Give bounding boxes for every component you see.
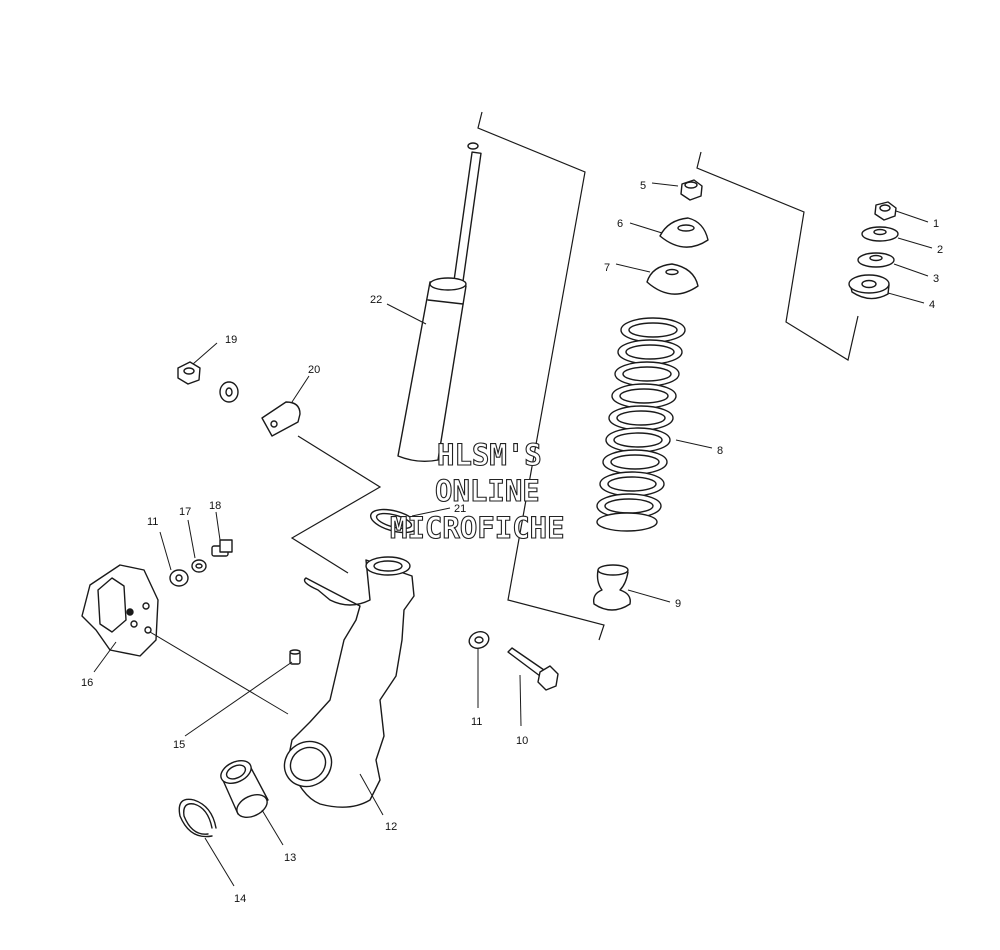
hex-nut [177,361,201,385]
washer-bolt [468,631,490,649]
washer-lower [857,252,895,268]
callout-13: 13 [284,852,296,864]
callout-19: 19 [225,334,237,346]
callout-3: 3 [933,273,939,285]
callout-11-caliper: 11 [147,516,158,528]
washer-caliper [169,569,189,587]
callout-2: 2 [937,244,943,256]
hose-clamp-bracket [261,401,301,437]
steering-knuckle [283,556,415,808]
callout-7: 7 [604,262,610,274]
bracket-top-mount-group [696,151,859,361]
snap-ring [178,798,217,838]
callout-4: 4 [929,299,935,311]
callout-6: 6 [617,218,623,230]
callout-12: 12 [385,821,397,833]
bracket-knuckle-group [290,435,382,574]
callout-20: 20 [308,364,320,376]
callout-9: 9 [675,598,681,610]
shock-absorber [397,142,482,463]
spring-seat-insulator [646,263,699,295]
callout-15: 15 [173,739,185,751]
bump-stop [592,564,631,611]
watermark: HLSM'S ONLINE MICROFICHE [389,437,565,545]
callout-labels: 1 2 3 4 5 6 7 8 9 10 11 11 12 13 14 15 1… [81,180,943,905]
lock-washer [191,559,207,573]
callout-16: 16 [81,677,93,689]
callout-8: 8 [717,445,723,457]
upper-spring-seat [659,217,709,248]
washer-upper [861,226,899,242]
leader-lines [93,182,933,887]
callout-22: 22 [370,294,382,306]
top-nut [874,201,897,221]
callout-11-bolt: 11 [471,716,482,728]
watermark-line-1: HLSM'S [437,438,542,472]
callout-10: 10 [516,735,528,747]
wheel-bearing [220,759,269,819]
callout-1: 1 [933,218,939,230]
lock-nut [680,179,703,201]
brake-caliper [81,564,159,657]
watermark-line-3: MICROFICHE [390,511,565,545]
callout-18: 18 [209,500,221,512]
callout-17: 17 [179,506,191,518]
bracket-strut-group [477,111,605,641]
rubber-bushing [848,274,890,300]
callout-14: 14 [234,893,246,905]
watermark-line-2: ONLINE [435,474,540,508]
callout-5: 5 [640,180,646,192]
callout-21: 21 [454,503,466,515]
o-ring-seal [369,508,419,534]
washer-clamp [219,381,239,403]
bolt [507,647,559,691]
caliper-bolt [211,539,233,557]
grease-fitting [289,649,301,665]
coil-spring [596,317,686,532]
